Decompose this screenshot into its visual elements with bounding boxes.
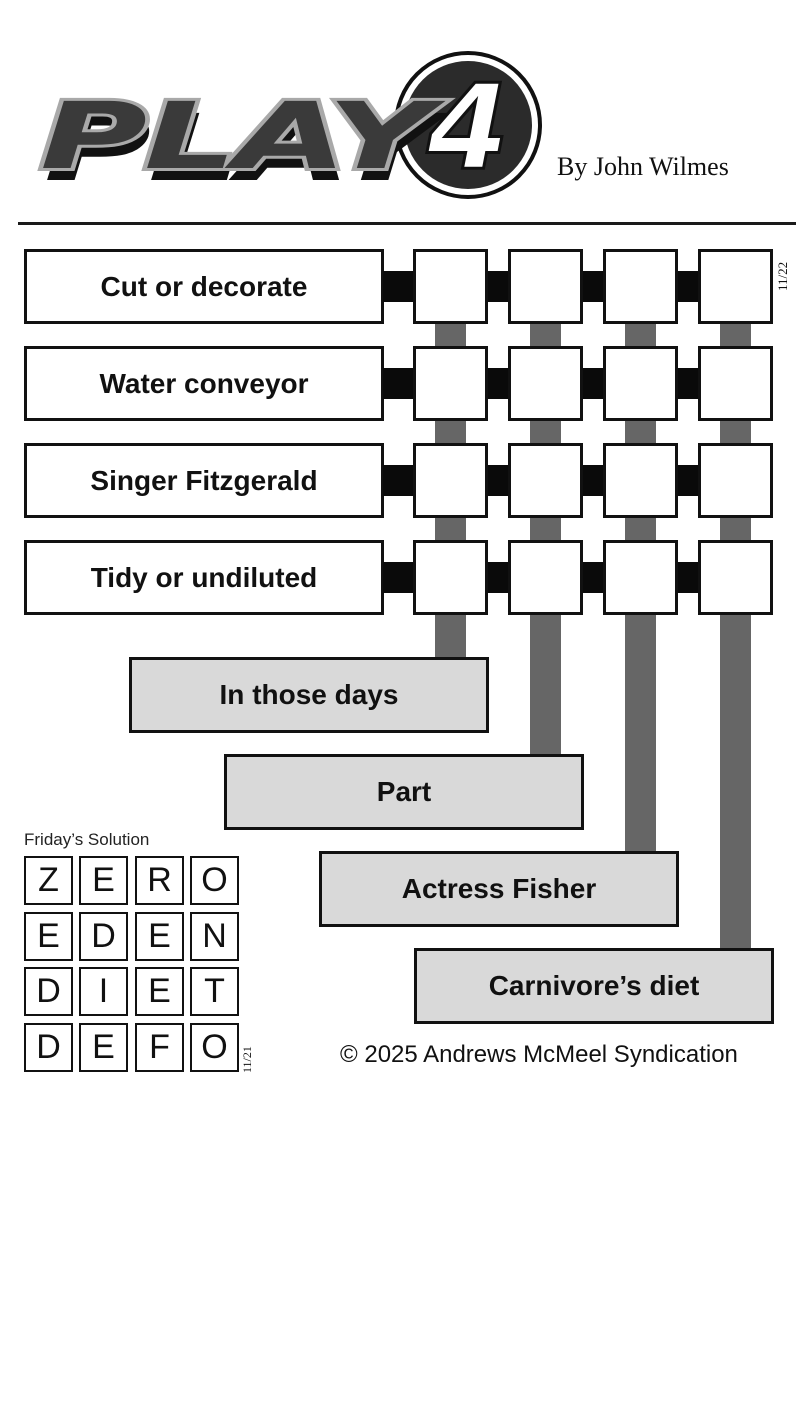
answer-cell[interactable]: [698, 540, 773, 615]
across-connector: [678, 271, 700, 302]
across-connector: [488, 465, 510, 496]
solution-cell: D: [79, 912, 128, 961]
solution-cell: I: [79, 967, 128, 1016]
down-connector: [720, 319, 751, 950]
answer-cell[interactable]: [603, 443, 678, 518]
down-clue: Part: [224, 754, 584, 830]
answer-cell[interactable]: [413, 540, 488, 615]
copyright: © 2025 Andrews McMeel Syndication: [340, 1041, 738, 1068]
across-connector: [383, 465, 415, 496]
solution-cell: N: [190, 912, 239, 961]
puzzle-date: 11/22: [775, 261, 790, 291]
solution-cell: T: [190, 967, 239, 1016]
answer-cell[interactable]: [413, 443, 488, 518]
solution-cell: E: [135, 912, 184, 961]
answer-cell[interactable]: [413, 346, 488, 421]
answer-cell[interactable]: [508, 540, 583, 615]
solution-cell: E: [79, 856, 128, 905]
solution-date: 11/21: [240, 1046, 254, 1073]
solution-cell: E: [24, 912, 73, 961]
across-connector: [678, 562, 700, 593]
across-connector: [583, 562, 605, 593]
down-clue: Carnivore’s diet: [414, 948, 774, 1024]
across-connector: [583, 368, 605, 399]
across-connector: [383, 368, 415, 399]
solution-cell: O: [190, 1023, 239, 1072]
logo-graphic: 4 PLAY PLAY: [37, 51, 542, 202]
answer-cell[interactable]: [413, 249, 488, 324]
answer-cell[interactable]: [698, 443, 773, 518]
across-connector: [583, 465, 605, 496]
logo-circle-inner: [404, 61, 532, 189]
solution-cell: R: [135, 856, 184, 905]
solution-cell: O: [190, 856, 239, 905]
across-clue: Singer Fitzgerald: [24, 443, 384, 518]
across-connector: [488, 271, 510, 302]
across-clue: Water conveyor: [24, 346, 384, 421]
solution-cell: Z: [24, 856, 73, 905]
solution-cell: E: [135, 967, 184, 1016]
play4-logo: 4 PLAY PLAY: [36, 50, 546, 205]
across-connector: [383, 271, 415, 302]
solution-title: Friday’s Solution: [24, 830, 150, 849]
solution-cell: E: [79, 1023, 128, 1072]
answer-cell[interactable]: [698, 346, 773, 421]
answer-cell[interactable]: [508, 249, 583, 324]
answer-cell[interactable]: [508, 443, 583, 518]
across-connector: [488, 368, 510, 399]
logo-text-shadow: PLAY: [44, 95, 450, 202]
across-clue: Cut or decorate: [24, 249, 384, 324]
answer-cell[interactable]: [603, 249, 678, 324]
answer-cell[interactable]: [603, 540, 678, 615]
solution-cell: D: [24, 1023, 73, 1072]
down-clue: In those days: [129, 657, 489, 733]
across-connector: [583, 271, 605, 302]
logo-text: PLAY: [40, 83, 446, 190]
answer-cell[interactable]: [508, 346, 583, 421]
across-clue: Tidy or undiluted: [24, 540, 384, 615]
across-connector: [488, 562, 510, 593]
solution-cell: F: [135, 1023, 184, 1072]
across-connector: [383, 562, 415, 593]
logo-number: 4: [426, 58, 509, 196]
solution-cell: D: [24, 967, 73, 1016]
answer-cell[interactable]: [603, 346, 678, 421]
across-connector: [678, 368, 700, 399]
header-divider: [18, 222, 796, 225]
down-clue: Actress Fisher: [319, 851, 679, 927]
across-connector: [678, 465, 700, 496]
byline: By John Wilmes: [557, 152, 729, 181]
answer-cell[interactable]: [698, 249, 773, 324]
